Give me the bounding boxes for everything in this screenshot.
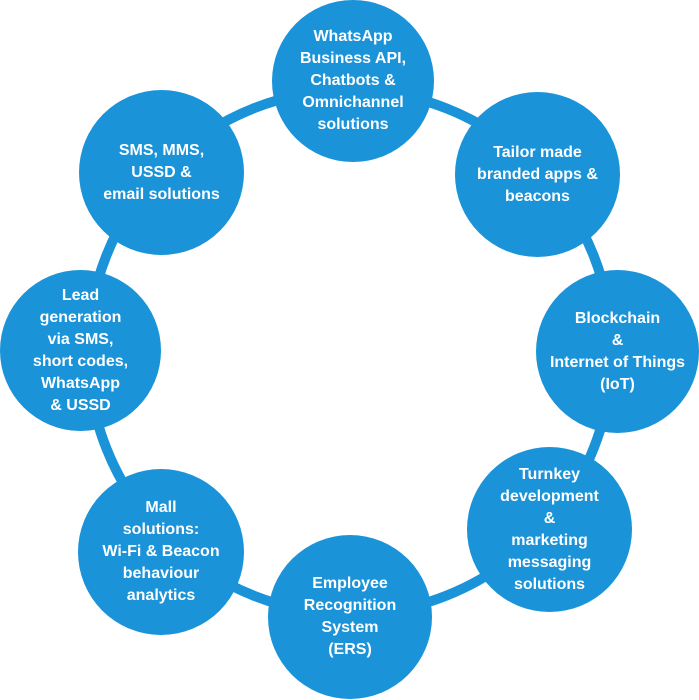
node-label: Employee Recognition System (ERS) <box>303 575 397 658</box>
node-tailor-made-apps: Tailor made branded apps & beacons <box>455 92 620 257</box>
node-turnkey-development: Turnkey development & marketing messagin… <box>467 447 632 612</box>
node-label: Lead generation via SMS, short codes, Wh… <box>32 286 129 414</box>
node-whatsapp-business-api: WhatsApp Business API, Chatbots & Omnich… <box>272 0 434 162</box>
node-mall-solutions: Mall solutions: Wi-Fi & Beacon behaviour… <box>78 469 244 635</box>
node-sms-mms-ussd: SMS, MMS, USSD & email solutions <box>79 90 244 255</box>
node-label: Blockchain & Internet of Things (IoT) <box>549 309 686 393</box>
node-employee-recognition: Employee Recognition System (ERS) <box>268 535 432 699</box>
node-blockchain-iot: Blockchain & Internet of Things (IoT) <box>536 270 699 433</box>
node-label: Tailor made branded apps & beacons <box>477 143 598 205</box>
node-label: Turnkey development & marketing messagin… <box>500 465 599 593</box>
node-lead-generation: Lead generation via SMS, short codes, Wh… <box>0 270 161 431</box>
node-label: Mall solutions: Wi-Fi & Beacon behaviour… <box>102 499 220 604</box>
node-label: SMS, MMS, USSD & email solutions <box>103 141 220 203</box>
node-label: WhatsApp Business API, Chatbots & Omnich… <box>299 28 407 133</box>
